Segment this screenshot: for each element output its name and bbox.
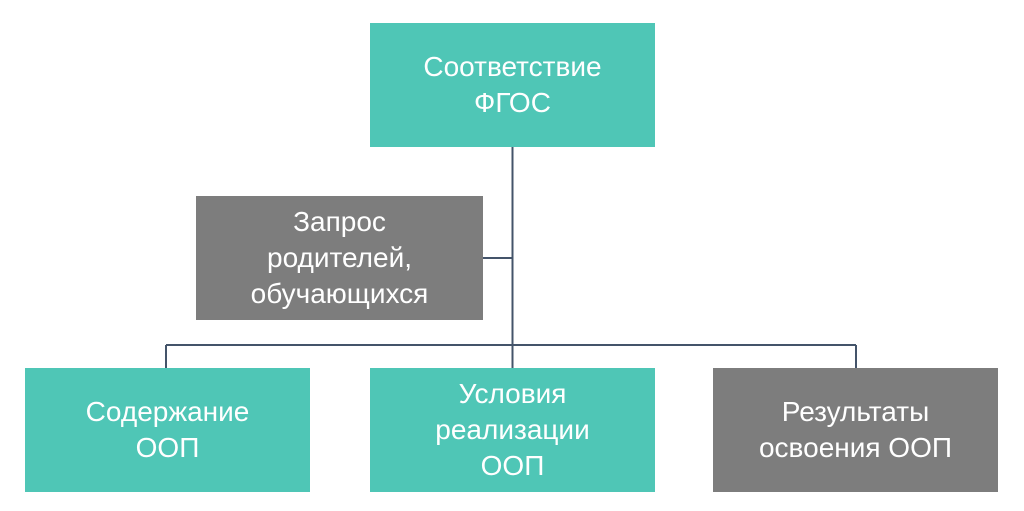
- node-oop-content-label: Содержание ООП: [85, 396, 250, 463]
- node-oop-implementation-conditions: Условия реализации ООП: [370, 368, 655, 492]
- node-fgos-compliance-label: Соответствие ФГОС: [423, 51, 602, 118]
- node-parents-request-label: Запрос родителей, обучающихся: [250, 206, 429, 309]
- node-parents-request: Запрос родителей, обучающихся: [196, 196, 483, 320]
- node-oop-content: Содержание ООП: [25, 368, 310, 492]
- node-oop-mastering-results-label: Результаты освоения ООП: [758, 396, 952, 463]
- node-oop-mastering-results: Результаты освоения ООП: [713, 368, 998, 492]
- node-fgos-compliance: Соответствие ФГОС: [370, 23, 655, 147]
- node-oop-implementation-conditions-label: Условия реализации ООП: [435, 378, 590, 481]
